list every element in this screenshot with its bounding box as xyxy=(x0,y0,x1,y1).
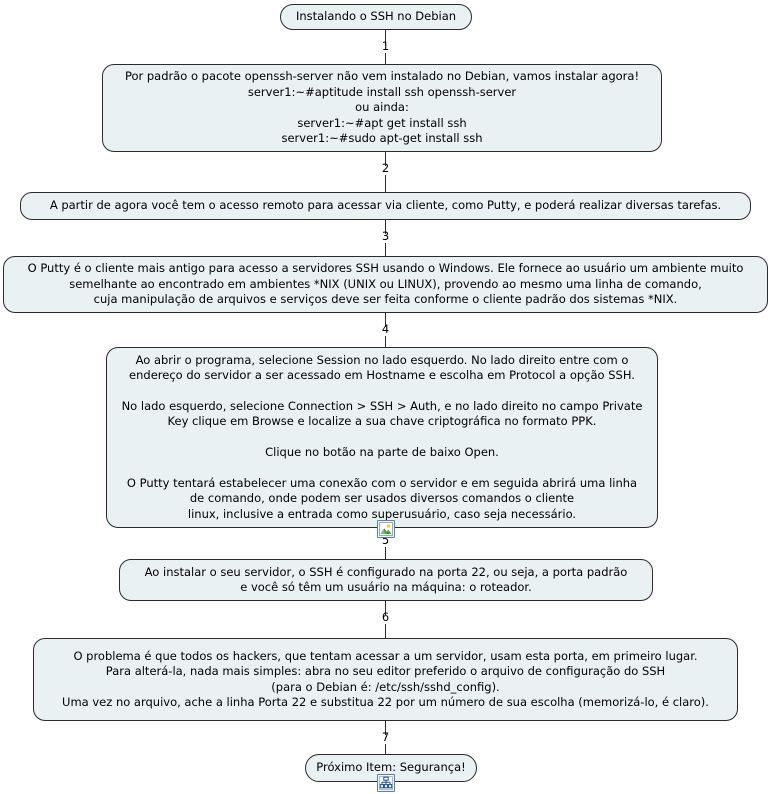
connector-7 xyxy=(385,721,387,735)
node-remote-access[interactable]: A partir de agora você tem o acesso remo… xyxy=(20,192,751,220)
node-install[interactable]: Por padrão o pacote openssh-server não v… xyxy=(102,64,662,152)
node-install-line-4: server1:~#sudo apt-get install ssh xyxy=(281,131,483,146)
node-putty-steps-line-8: O Putty tentará estabelecer uma conexão … xyxy=(126,475,638,490)
connector-1 xyxy=(385,30,387,44)
node-install-line-0: Por padrão o pacote openssh-server não v… xyxy=(124,69,640,84)
node-putty-steps-line-3: No lado esquerdo, selecione Connection >… xyxy=(121,398,643,413)
node-port22-line-1: e você só têm um usuário na máquina: o r… xyxy=(240,580,532,594)
connector-label-5: 5 xyxy=(381,533,390,547)
connector-2 xyxy=(385,152,387,166)
node-next-line-0: Próximo Item: Segurança! xyxy=(316,760,466,775)
node-putty-steps-line-6: Clique no botão na parte de baixo Open. xyxy=(265,445,499,460)
connector-7b xyxy=(385,744,387,754)
connector-label-4: 4 xyxy=(381,322,390,336)
node-putty-steps-line-0: Ao abrir o programa, selecione Session n… xyxy=(135,352,629,367)
node-install-line-3: server1:~#apt get install ssh xyxy=(297,115,467,130)
node-putty-steps[interactable]: Ao abrir o programa, selecione Session n… xyxy=(106,347,658,528)
node-putty-steps-line-1: endereço do servidor a ser acessado em H… xyxy=(129,368,635,383)
picture-icon[interactable] xyxy=(377,520,395,538)
connector-2b xyxy=(385,175,387,192)
connector-1b xyxy=(385,53,387,65)
connector-6 xyxy=(385,601,387,615)
node-putty-desc[interactable]: O Putty é o cliente mais antigo para ace… xyxy=(3,256,768,313)
node-putty-desc-line-1: semelhante ao encontrado em ambientes *N… xyxy=(69,276,702,291)
node-putty-steps-line-4: Key clique em Browse e localize a sua ch… xyxy=(167,414,597,429)
connector-3b xyxy=(385,243,387,256)
node-hackers-line-1: Para alterá-la, nada mais simples: abra … xyxy=(105,664,666,679)
node-remote-access-line-0: A partir de agora você tem o acesso remo… xyxy=(49,198,722,213)
node-hackers-line-0: O problema é que todos os hackers, que t… xyxy=(73,648,698,663)
connector-3 xyxy=(385,220,387,234)
connector-6b xyxy=(385,624,387,638)
node-install-line-2: ou ainda: xyxy=(355,100,409,115)
connector-5b xyxy=(385,547,387,559)
node-hackers[interactable]: O problema é que todos os hackers, que t… xyxy=(33,638,738,721)
connector-label-1: 1 xyxy=(381,39,390,53)
connector-label-3: 3 xyxy=(381,229,390,243)
sitemap-icon[interactable] xyxy=(377,774,395,792)
node-putty-steps-line-10: linux, inclusive a entrada como superusu… xyxy=(187,506,577,521)
node-hackers-line-2: (para o Debian é: /etc/ssh/sshd_config). xyxy=(271,679,500,694)
node-start[interactable]: Instalando o SSH no Debian xyxy=(280,4,472,30)
connector-4 xyxy=(385,313,387,327)
connector-label-2: 2 xyxy=(381,161,390,175)
connector-4b xyxy=(385,336,387,347)
connector-label-6: 6 xyxy=(381,610,390,624)
node-install-line-1: server1:~#aptitude install ssh openssh-s… xyxy=(247,84,517,99)
connector-label-7: 7 xyxy=(381,730,390,744)
node-port22-line-0: Ao instalar o seu servidor, o SSH é conf… xyxy=(144,564,628,579)
node-putty-desc-line-2: cuja manipulação de arquivos e serviços … xyxy=(93,292,678,307)
node-putty-desc-line-0: O Putty é o cliente mais antigo para ace… xyxy=(27,261,744,276)
node-start-line-0: Instalando o SSH no Debian xyxy=(295,9,457,24)
node-putty-steps-line-9: de comando, onde podem ser usados divers… xyxy=(189,491,575,506)
node-hackers-line-3: Uma vez no arquivo, ache a linha Porta 2… xyxy=(62,694,709,709)
node-port22[interactable]: Ao instalar o seu servidor, o SSH é conf… xyxy=(119,559,653,601)
